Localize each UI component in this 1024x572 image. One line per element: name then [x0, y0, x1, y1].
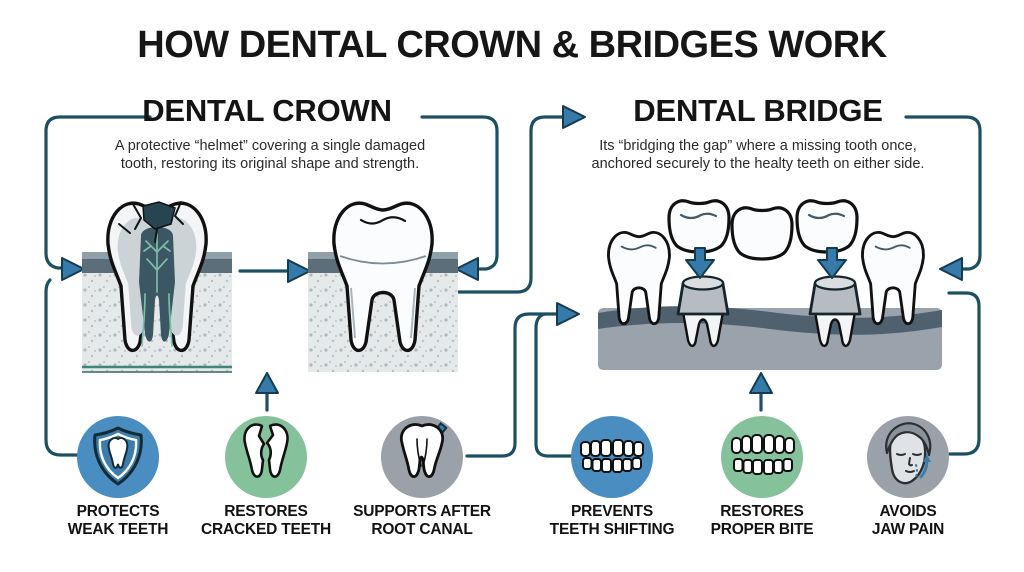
- crown-section-heading: DENTAL CROWN: [142, 93, 392, 128]
- bridge-section-heading: DENTAL BRIDGE: [633, 93, 883, 128]
- jaw-pain-face-icon: [885, 422, 932, 485]
- connector-bite-icon-up-arrow: [749, 372, 773, 412]
- icon-circle: [225, 416, 307, 498]
- connector-benefits-to-bridge: [465, 302, 580, 458]
- benefit-icon-supports-after-root-canal: [381, 416, 463, 498]
- dental-bridge-illustration: [598, 199, 942, 370]
- arrow-right-icon: [61, 257, 85, 281]
- benefit-icon-protects-weak-teeth: [77, 416, 159, 498]
- arrow-down-icon: [685, 247, 715, 279]
- benefit-label-restores-proper-bite: RESTORES PROPER BITE: [710, 503, 814, 538]
- three-unit-bridge: [667, 199, 859, 261]
- benefit-label-supports-after-root-canal: SUPPORTS AFTER ROOT CANAL: [353, 503, 491, 538]
- crown-section-description: A protective “helmet” covering a single …: [114, 138, 426, 173]
- arrow-right-icon: [562, 105, 586, 129]
- connector-crown-heading-to-crowned-tooth: [420, 115, 499, 281]
- connector-damaged-to-crowned-tooth: [238, 259, 311, 283]
- prepared-abutment-stubs: [676, 275, 862, 316]
- benefit-label-restores-cracked-teeth: RESTORES CRACKED TEETH: [200, 503, 331, 538]
- arrow-right-icon: [556, 302, 580, 326]
- crowned-tooth-illustration: [308, 201, 458, 372]
- arrow-up-icon: [923, 454, 931, 462]
- connector-crown-heading-to-damaged-tooth: [44, 115, 152, 281]
- abutment-roots: [681, 310, 857, 348]
- connector-right-to-benefit-icons: [947, 291, 981, 456]
- icon-circle: [721, 416, 803, 498]
- bridge-section-description: Its “bridging the gap” where a missing t…: [591, 138, 925, 173]
- icon-circle: [571, 416, 653, 498]
- cracked-tooth-icon: [243, 423, 289, 478]
- bite-teeth-icon: [731, 434, 795, 475]
- shield-tooth-icon: [93, 426, 143, 486]
- bridge-placement-arrows: [685, 247, 847, 279]
- arrow-up-icon: [749, 372, 773, 394]
- connector-left-to-benefit-icons: [44, 278, 79, 457]
- benefit-label-protects-weak-teeth: PROTECTS WEAK TEETH: [67, 503, 169, 538]
- connector-bridge-heading-to-bridge: [904, 115, 982, 281]
- benefit-icon-avoids-jaw-pain: [867, 416, 949, 498]
- root-canal-tooth-icon: [399, 422, 448, 478]
- arrow-up-icon: [255, 372, 279, 394]
- damaged-tooth-illustration: [82, 201, 232, 373]
- arrow-left-icon: [939, 257, 963, 281]
- arrow-down-icon: [817, 247, 847, 279]
- teeth-row-icon: [580, 439, 644, 473]
- page-title: HOW DENTAL CROWN & BRIDGES WORK: [137, 24, 887, 66]
- benefit-label-avoids-jaw-pain: AVOIDS JAW PAIN: [871, 503, 945, 538]
- benefit-label-prevents-teeth-shifting: PREVENTS TEETH SHIFTING: [549, 503, 675, 538]
- arrow-right-icon: [287, 259, 311, 283]
- benefit-icon-restores-proper-bite: [721, 416, 803, 498]
- benefit-icon-restores-cracked-teeth: [225, 416, 307, 498]
- connector-crowned-tooth-to-bridge-heading: [452, 105, 586, 294]
- healthy-anchor-teeth: [607, 231, 925, 326]
- connector-cracked-icon-up-arrow: [255, 372, 279, 412]
- benefit-icon-prevents-teeth-shifting: [571, 416, 653, 498]
- connectors: [44, 105, 982, 458]
- arrow-left-icon: [455, 257, 479, 281]
